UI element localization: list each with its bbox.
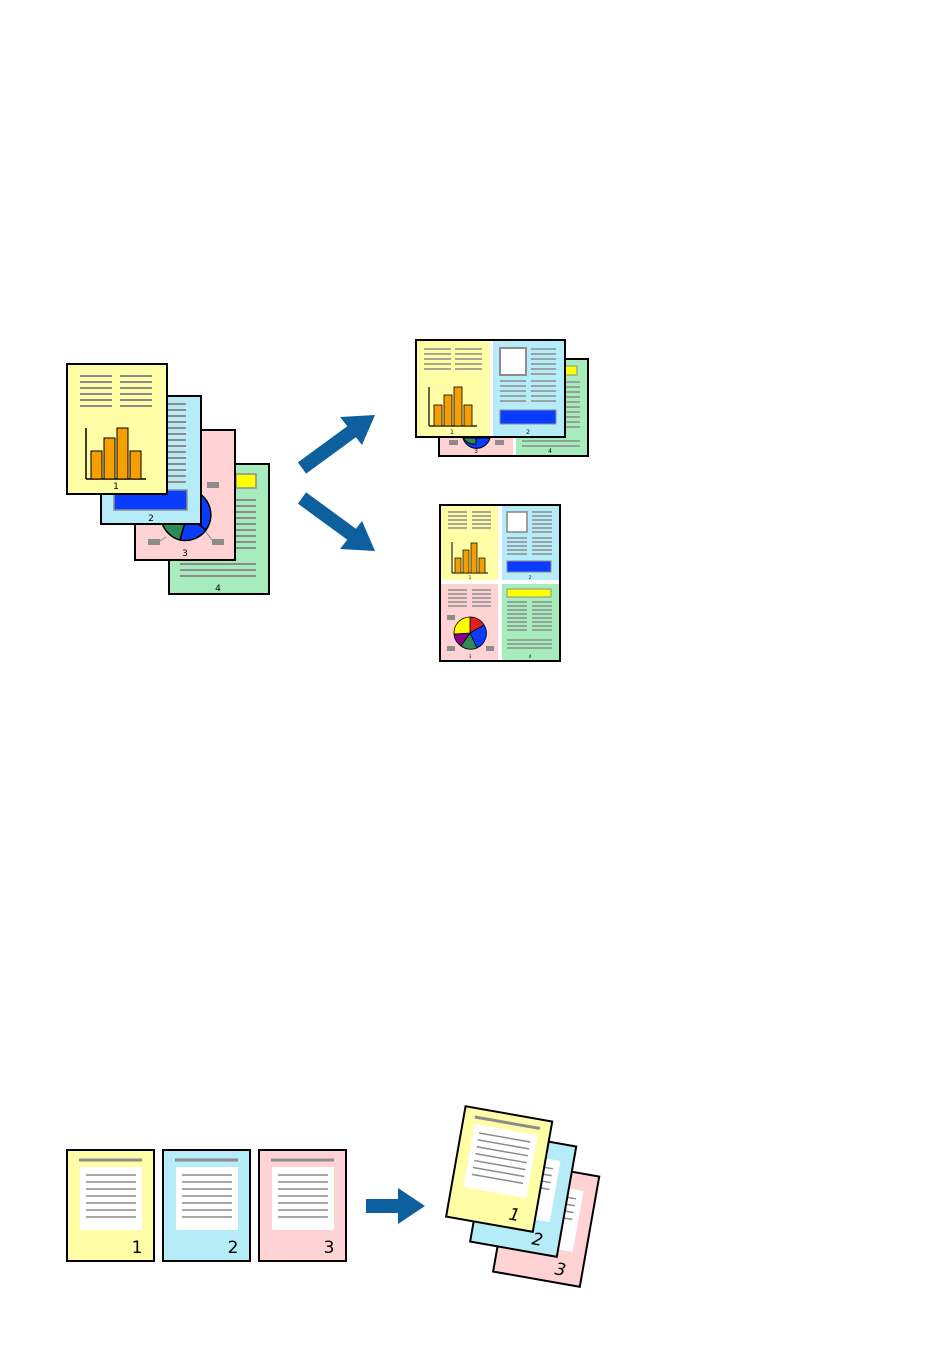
four-up-pie-icon: [454, 617, 486, 649]
arrow-up-right-icon: [302, 415, 375, 468]
four-up-page-number-2: 2: [529, 575, 532, 580]
page-number-1: 1: [113, 482, 119, 492]
stacked-output: 3 2 1: [446, 1106, 599, 1287]
sequence-page-1: 1: [67, 1150, 154, 1261]
sequence-page-number-3: 3: [324, 1238, 335, 1258]
four-up-page-number-3: 3: [469, 654, 472, 659]
page-number-2: 2: [148, 514, 154, 524]
two-up-page-number-1: 1: [450, 429, 454, 436]
sequence-page-3: 3: [259, 1150, 346, 1261]
two-up-output: 3 4: [416, 340, 588, 456]
sequence-page-2: 2: [163, 1150, 250, 1261]
sequence-page-number-1: 1: [132, 1238, 143, 1258]
two-up-sheet-front: 1 2: [416, 340, 565, 437]
two-up-page-number-4: 4: [548, 448, 552, 455]
four-up-page-number-1: 1: [469, 575, 472, 580]
sequence-page-number-2: 2: [228, 1238, 239, 1258]
two-up-page-number-3: 3: [474, 448, 478, 455]
arrow-right-icon: [366, 1188, 425, 1224]
page-number-3: 3: [182, 549, 188, 559]
n-up-printing-diagram: 4 3: [0, 0, 950, 700]
arrow-down-right-icon: [302, 498, 375, 551]
two-up-page-number-2: 2: [526, 429, 530, 436]
page-number-4: 4: [215, 584, 221, 594]
source-page-1: 1: [67, 364, 167, 494]
source-page-stack: 4 3: [67, 364, 269, 594]
page-stacking-diagram: 1 2 3: [0, 1090, 950, 1370]
four-up-page-number-4: 4: [529, 654, 532, 659]
stacked-page-1: 1: [446, 1106, 552, 1232]
four-up-output: 1 2: [440, 505, 560, 661]
